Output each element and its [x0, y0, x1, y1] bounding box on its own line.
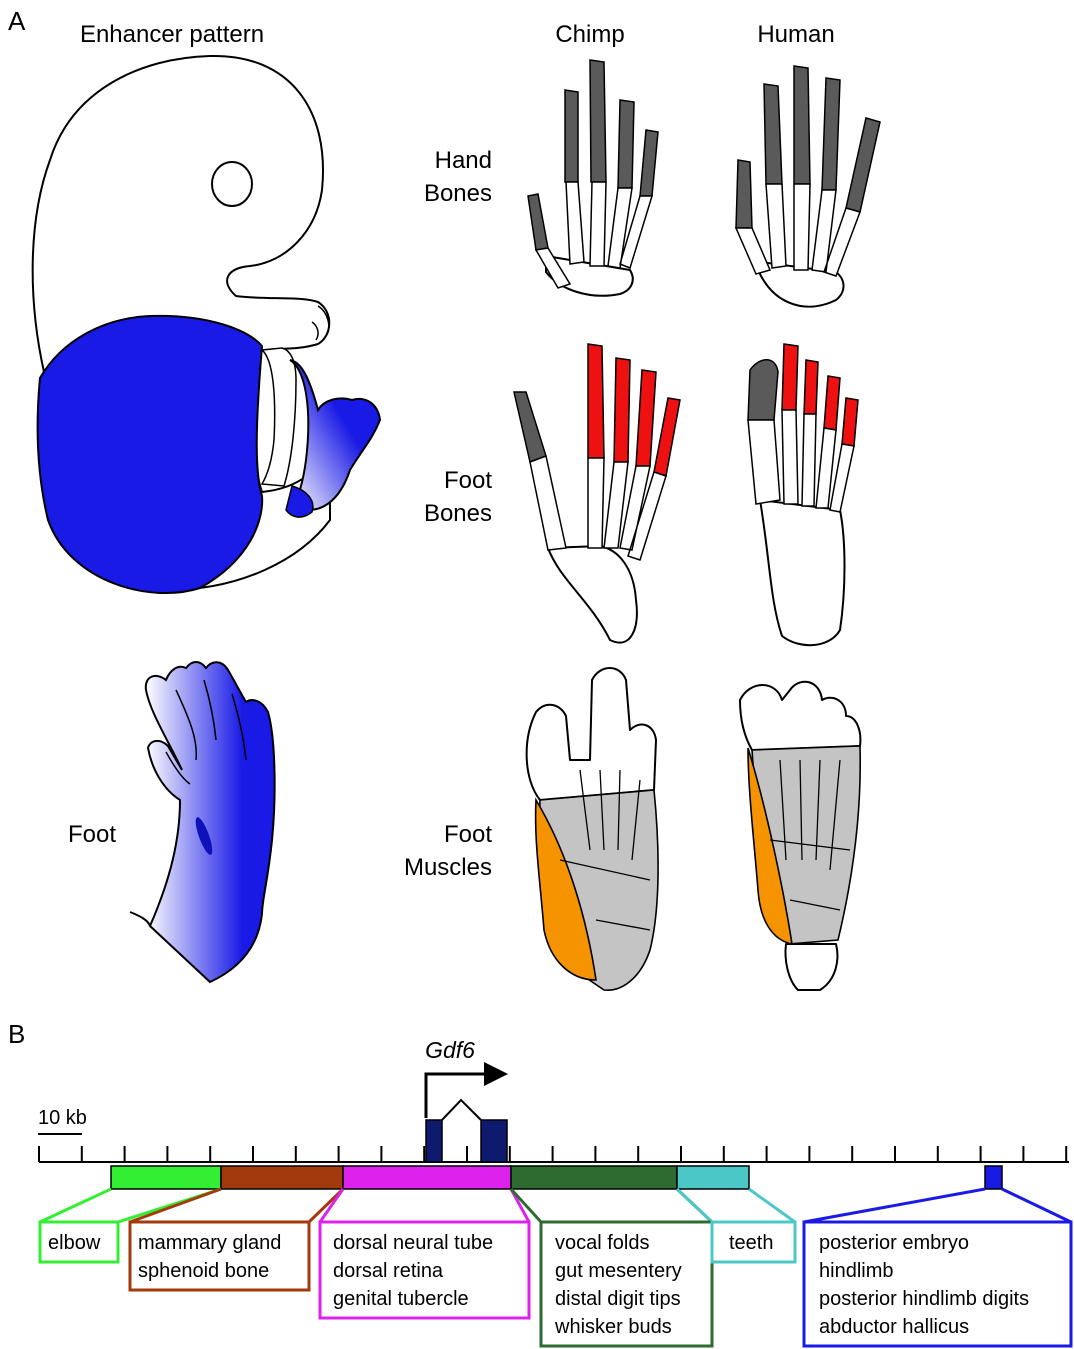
chimp-foot-bones	[514, 344, 680, 643]
region-hindlimb-line-2: hindlimb	[819, 1260, 893, 1282]
enhancer-region-neural-tube	[343, 1166, 511, 1189]
region-neural-line-2: dorsal retina	[333, 1260, 444, 1282]
panel-b-letter: B	[8, 1019, 25, 1049]
hand-bones-label-line1: Hand	[435, 147, 492, 174]
region-vocal-line-2: gut mesentery	[555, 1260, 682, 1282]
human-foot-metatarsals	[748, 410, 854, 512]
human-foot-muscles	[740, 682, 860, 990]
human-foot-toes-outline	[740, 682, 860, 750]
chimp-foot-hallux	[514, 392, 546, 462]
human-foot-heel	[786, 944, 838, 990]
chimp-foot-digit-5	[654, 398, 680, 476]
human-foot-bones	[748, 344, 858, 645]
foot-ankle-line	[130, 912, 150, 926]
transcription-arrow-head-icon	[484, 1062, 508, 1086]
human-foot-tarsals	[760, 500, 845, 645]
chimp-foot-digit-4	[636, 370, 656, 466]
connector-elbow	[40, 1189, 221, 1222]
foot-shape	[146, 662, 275, 982]
human-foot-digit-5	[842, 398, 858, 446]
chimp-hand-thumb	[528, 194, 548, 250]
region-neural-line-3: genital tubercle	[333, 1288, 469, 1310]
human-hand-digit-3	[794, 66, 810, 184]
human-hand-metacarpals	[736, 184, 860, 276]
region-mammary-line-2: sphenoid bone	[138, 1260, 269, 1282]
human-column-label: Human	[757, 21, 834, 48]
scale-bar-label: 10 kb	[38, 1107, 87, 1129]
foot-illustration	[130, 662, 275, 982]
region-vocal-line-4: whisker buds	[554, 1316, 672, 1338]
chimp-hand-digit-2	[565, 90, 578, 182]
foot-label: Foot	[68, 821, 116, 848]
embryo-blue-region	[38, 316, 263, 593]
enhancer-region-hindlimb	[985, 1166, 1002, 1189]
human-foot-digit-4	[824, 376, 840, 430]
chimp-foot-digit-3	[614, 358, 630, 462]
transcription-start-arrow-stem	[426, 1074, 488, 1118]
region-vocal-line-1: vocal folds	[555, 1232, 650, 1254]
embryo-illustration	[33, 56, 380, 593]
foot-bones-label-line1: Foot	[444, 467, 492, 494]
gene-name-gdf6: Gdf6	[425, 1037, 475, 1063]
region-hindlimb-line-3: posterior hindlimb digits	[819, 1288, 1029, 1310]
foot-muscles-label-line2: Muscles	[404, 854, 492, 881]
human-foot-digit-2	[782, 344, 798, 410]
enhancer-region-teeth	[677, 1166, 749, 1189]
chimp-foot-toes-outline	[527, 668, 656, 800]
genome-ticks	[39, 1146, 1066, 1162]
embryo-hindlimb	[290, 360, 380, 510]
region-mammary-line-1: mammary gland	[138, 1232, 281, 1254]
chimp-foot-muscles	[527, 668, 658, 990]
hand-bones-label-line2: Bones	[424, 180, 492, 207]
region-vocal-line-3: distal digit tips	[555, 1288, 681, 1310]
chimp-foot-digit-2	[588, 344, 604, 458]
enhancer-region-vocal-folds	[511, 1166, 677, 1189]
human-hand-digit-5	[846, 118, 880, 212]
connector-mammary	[130, 1189, 343, 1222]
foot-bones-label-line2: Bones	[424, 500, 492, 527]
connector-hindlimb	[804, 1189, 1071, 1222]
human-hand-thumb	[736, 160, 752, 228]
connector-teeth	[677, 1189, 795, 1222]
enhancer-pattern-title: Enhancer pattern	[80, 21, 264, 48]
chimp-foot-metatarsals	[530, 456, 666, 560]
human-foot-hallux	[748, 360, 778, 420]
chimp-column-label: Chimp	[555, 21, 624, 48]
gdf6-exon-1	[426, 1120, 442, 1162]
region-neural-line-1: dorsal neural tube	[333, 1232, 493, 1254]
gdf6-intron	[442, 1100, 481, 1120]
connector-neural-tube	[320, 1189, 529, 1222]
chimp-hand-digit-5	[640, 130, 658, 196]
region-hindlimb-line-4: abductor hallicus	[819, 1316, 969, 1338]
human-hand-digit-4	[822, 78, 840, 190]
embryo-forelimb-gap	[262, 348, 296, 486]
chimp-foot-tarsals	[548, 546, 637, 643]
embryo-eye	[212, 162, 252, 206]
gdf6-exon-2	[481, 1120, 507, 1162]
chimp-hand-bones	[528, 60, 658, 296]
human-hand-bones	[736, 66, 880, 307]
chimp-hand-digit-4	[618, 100, 634, 188]
panel-a-letter: A	[8, 6, 26, 36]
region-elbow-line-1: elbow	[48, 1232, 101, 1254]
foot-muscles-label-line1: Foot	[444, 821, 492, 848]
enhancer-region-elbow	[111, 1166, 221, 1189]
human-foot-digit-3	[804, 360, 818, 414]
region-hindlimb-line-1: posterior embryo	[819, 1232, 969, 1254]
chimp-hand-digit-3	[590, 60, 606, 182]
region-teeth-line-1: teeth	[729, 1232, 773, 1254]
enhancer-region-mammary	[221, 1166, 343, 1189]
human-hand-digit-2	[764, 84, 782, 184]
